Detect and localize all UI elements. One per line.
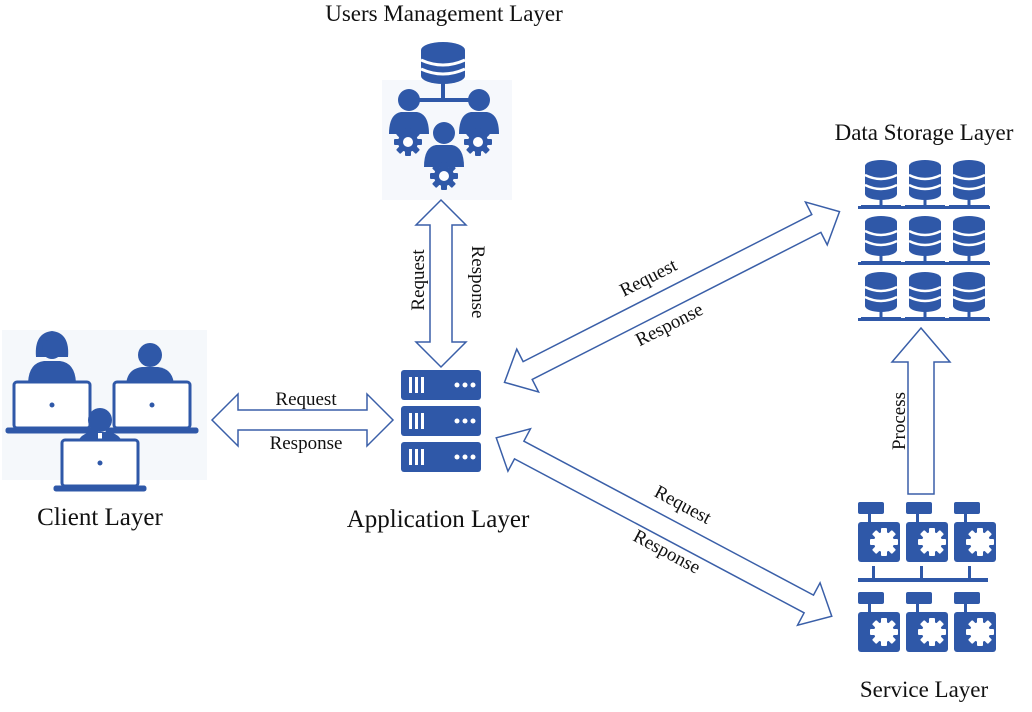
service-gears-icon — [858, 502, 996, 652]
users-app-request-label: Request — [408, 249, 429, 311]
client-app-response-label: Response — [270, 433, 343, 454]
client-layer-label: Client Layer — [37, 504, 163, 531]
users-network-icon — [382, 42, 512, 200]
service-storage-arrow — [890, 326, 952, 495]
app-service-double-arrow — [495, 427, 833, 627]
database-grid-icon — [858, 158, 991, 322]
users-app-response-label: Response — [467, 246, 488, 319]
storage-layer-label: Data Storage Layer — [835, 120, 1014, 145]
laptop-users-icon — [2, 330, 207, 493]
client-app-request-label: Request — [275, 389, 337, 410]
client-app-double-arrow — [210, 392, 395, 448]
users-app-double-arrow — [414, 198, 468, 369]
server-rack-icon — [401, 370, 481, 472]
app-storage-double-arrow — [503, 200, 841, 394]
service-storage-process-label: Process — [889, 392, 910, 450]
service-layer-label: Service Layer — [860, 677, 989, 702]
users-layer-label: Users Management Layer — [325, 1, 563, 26]
application-layer-label: Application Layer — [347, 506, 530, 533]
